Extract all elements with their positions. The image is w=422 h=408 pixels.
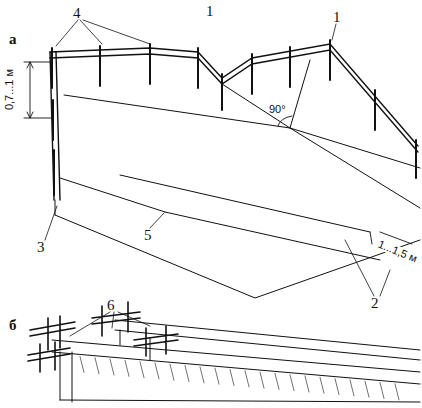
fence-post: [149, 44, 151, 84]
callout-number: 1: [205, 4, 215, 19]
hatch-stroke: [185, 366, 189, 382]
hatch-stroke: [380, 383, 384, 399]
hatch-stroke: [275, 373, 279, 389]
callout-number: 6: [106, 298, 116, 313]
leader-lines: [45, 20, 390, 336]
hatch-stroke: [140, 362, 144, 378]
callout-number: 1: [332, 10, 342, 25]
fence-post: [289, 47, 291, 87]
callout-number: б: [8, 318, 18, 333]
fence-post: [329, 40, 331, 80]
hatch-stroke: [335, 379, 339, 395]
hatch-stroke: [365, 381, 369, 397]
string-lines: [60, 60, 420, 260]
hatch-stroke: [125, 360, 129, 376]
hatch-stroke: [305, 376, 309, 392]
hatch-stroke: [110, 359, 114, 375]
fence-rails: [50, 44, 418, 200]
fence-post: [99, 46, 101, 86]
fence-post: [415, 140, 417, 178]
fence-post: [53, 150, 55, 195]
hatch-stroke: [215, 368, 219, 384]
hatch-stroke: [245, 371, 249, 387]
callout-number: 2: [370, 296, 380, 311]
callout-number: а: [8, 32, 18, 47]
trench-hatching: [80, 356, 399, 399]
fence-post: [51, 48, 53, 88]
ground-plane: [55, 200, 420, 298]
fence-post: [374, 90, 376, 130]
callout-number: 3: [36, 240, 46, 255]
fence-post: [52, 100, 54, 140]
fence-post: [197, 48, 199, 88]
hatch-stroke: [200, 367, 204, 383]
dimension-label: 90°: [268, 104, 287, 115]
angle-arc: [278, 116, 292, 126]
dimension-height: [24, 62, 52, 118]
hatch-stroke: [170, 364, 174, 380]
dimension-label: 0,7...1 м: [4, 68, 15, 111]
hatch-stroke: [95, 358, 99, 374]
fence-post: [251, 54, 253, 94]
hatch-stroke: [230, 369, 234, 385]
trenches: [52, 320, 420, 402]
fence-post: [221, 74, 223, 110]
hatch-stroke: [350, 380, 354, 396]
hatch-stroke: [80, 356, 84, 372]
hatch-stroke: [290, 375, 294, 391]
hatch-stroke: [155, 363, 159, 379]
hatch-stroke: [260, 372, 264, 388]
hatch-stroke: [320, 377, 324, 393]
hatch-stroke: [395, 384, 399, 400]
callout-number: 4: [72, 6, 82, 21]
callout-number: 5: [143, 228, 153, 243]
